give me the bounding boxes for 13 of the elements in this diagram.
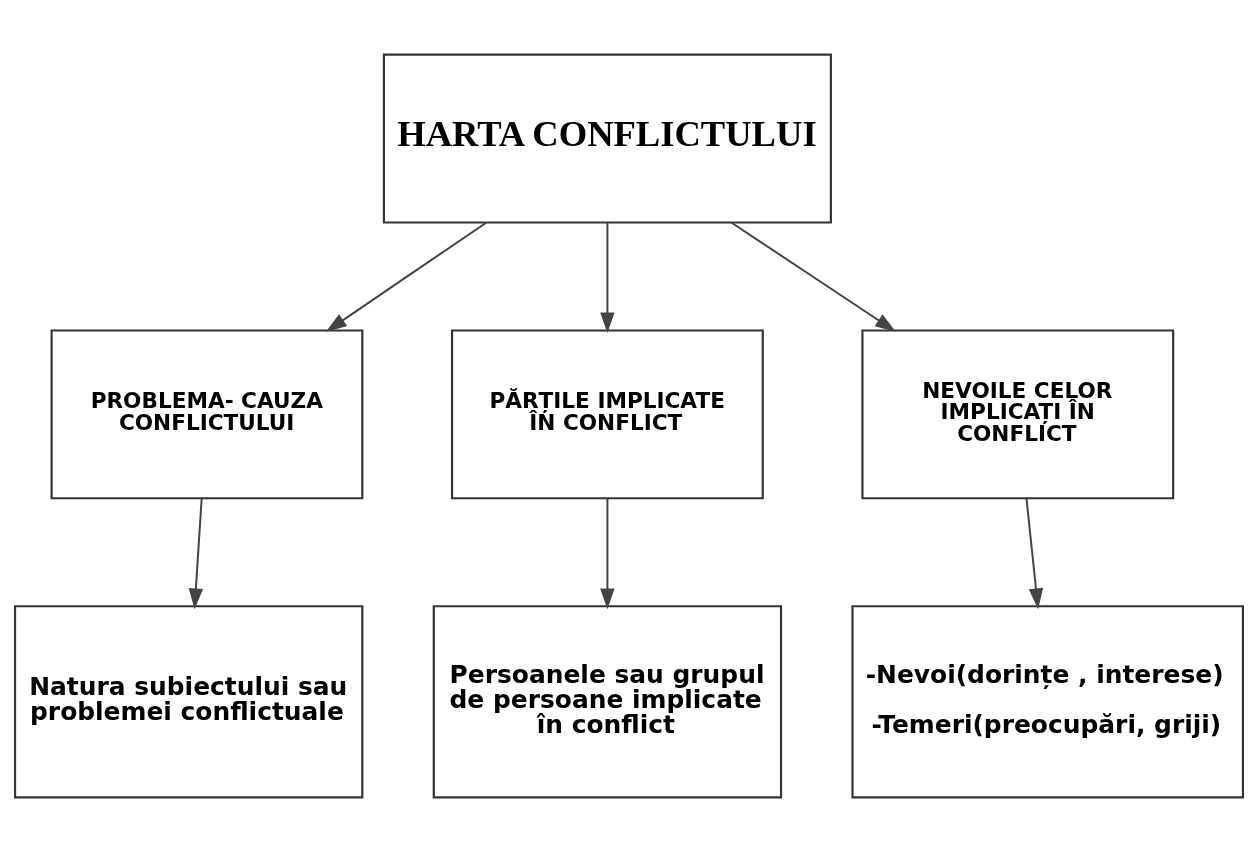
arrow (730, 221, 896, 332)
node-box: -Nevoi(dorințe , interese) -Temeri(preocupări, griji) (851, 605, 1244, 799)
arrow (188, 497, 204, 610)
arrow (600, 497, 615, 610)
node-box: HARTA CONFLICTULUI (382, 53, 832, 224)
arrow (326, 221, 488, 332)
node-box: NEVOILE CELOR IMPLICAȚI ÎN CONFLICT (861, 329, 1175, 500)
node-box: Persoanele sau grupul de persoane implicate în conflict (432, 605, 783, 799)
node-box: PĂRȚILE IMPLICATE ÎN CONFLICT (450, 329, 764, 500)
arrow (600, 221, 615, 334)
node-box: Natura subiectului sau problemei conflictuale (14, 605, 364, 799)
node-box: PROBLEMA- CAUZA CONFLICTULUI (50, 329, 364, 500)
arrow (1025, 497, 1044, 610)
